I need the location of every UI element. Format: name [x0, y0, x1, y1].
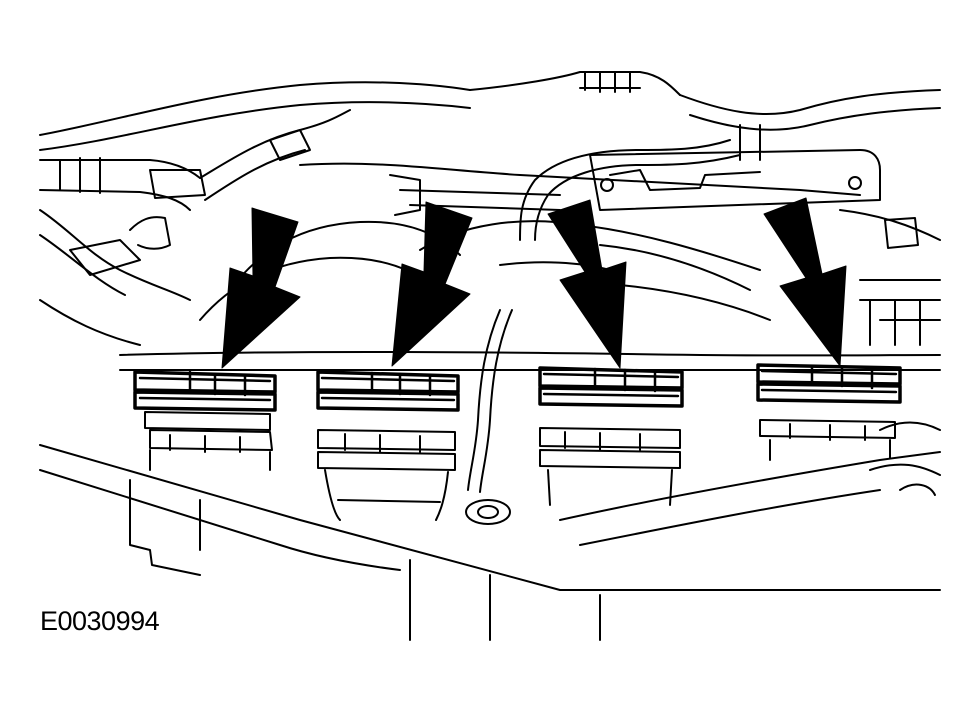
seal-assembly-1 — [133, 370, 277, 471]
arrow-4 — [763, 197, 847, 367]
seal-assembly-3 — [538, 366, 684, 506]
seal-assembly-4 — [756, 363, 902, 461]
arrow-1 — [221, 207, 301, 369]
arrow-3 — [547, 199, 627, 369]
seal-assembly-2 — [316, 370, 460, 521]
seal-assemblies — [133, 363, 902, 521]
engine-background-lines — [39, 71, 941, 641]
arrow-2 — [391, 201, 473, 367]
callout-arrows — [221, 197, 847, 369]
figure-id-label: E0030994 — [40, 606, 160, 636]
